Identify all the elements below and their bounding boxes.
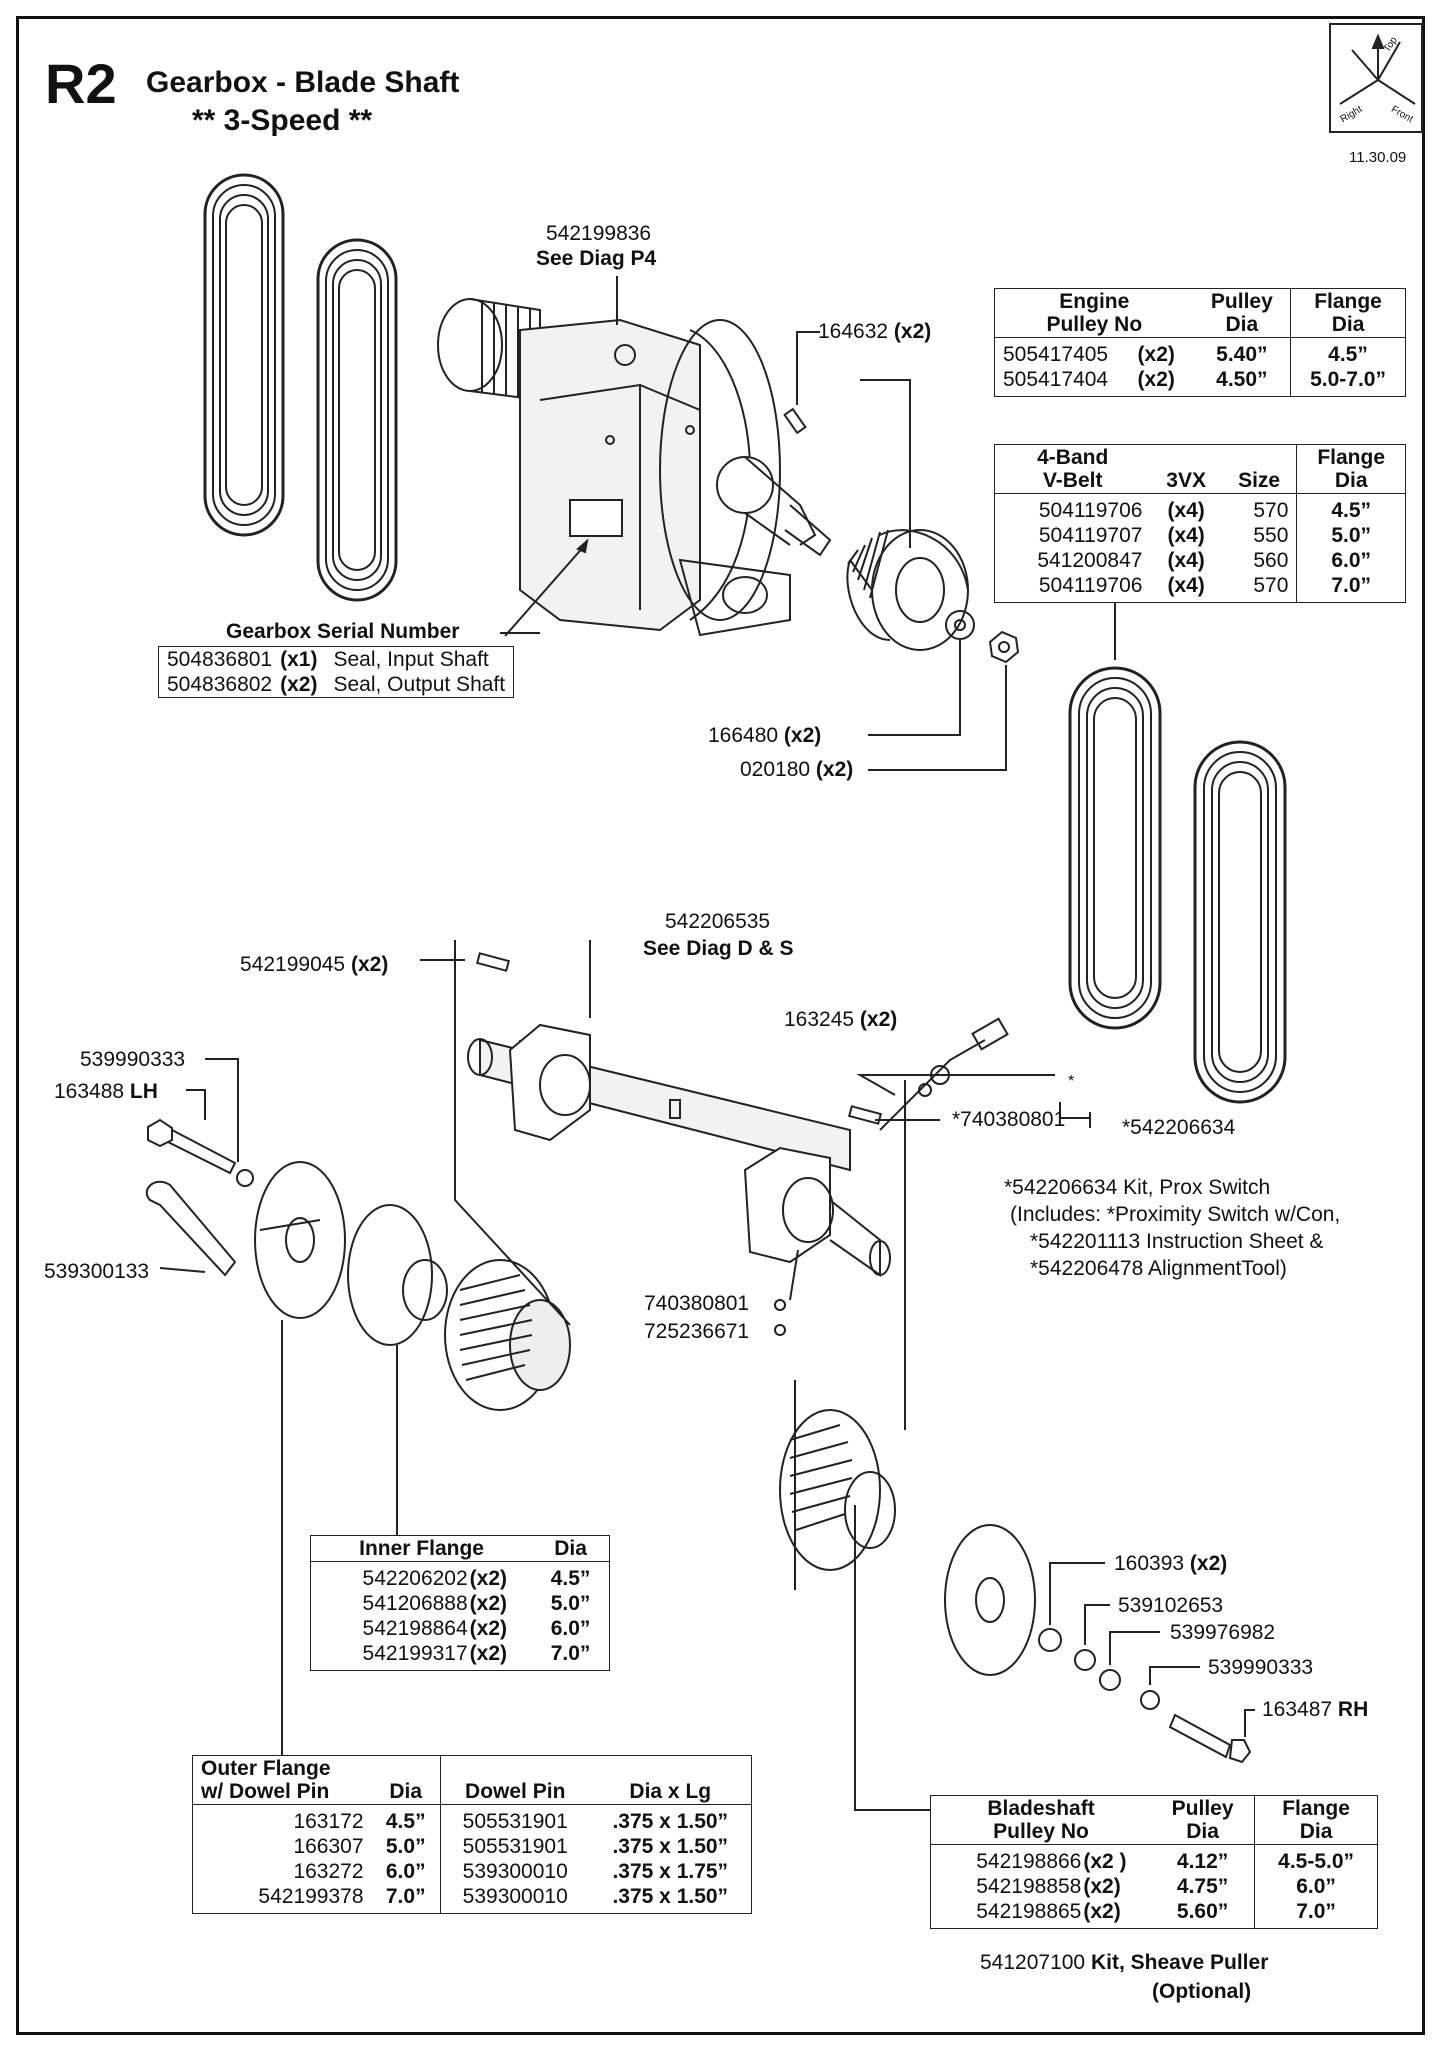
wrench-539300133 (145, 1180, 237, 1277)
diagram-code: R2 (45, 52, 117, 115)
callout-star: * (1068, 1073, 1075, 1090)
flange-right (944, 1524, 1036, 1676)
callout-542199045: 542199045 (x2) (240, 953, 389, 976)
kit-note-line4: *542206478 AlignmentTool) (1030, 1257, 1287, 1280)
key-164632 (783, 407, 807, 435)
callout-serial-label: Gearbox Serial Number (226, 620, 460, 643)
orientation-indicator (1329, 23, 1423, 133)
callout-163487: 163487 RH (1262, 1698, 1369, 1721)
blade-shaft (467, 1023, 891, 1277)
washer-539990333 (236, 1169, 254, 1187)
table-row: 504119706 (x4) 570 4.5” (995, 493, 1406, 523)
nut-020180 (988, 630, 1020, 664)
callout-163245: 163245 (x2) (784, 1008, 898, 1031)
table-row: 541200847 (x4) 560 6.0” (995, 548, 1406, 573)
callout-539102653: 539102653 (1118, 1594, 1224, 1617)
callout-166480: 166480 (x2) (708, 724, 822, 747)
bladeshaft-pulley-left (444, 1259, 571, 1411)
callout-539990333-left: 539990333 (80, 1048, 186, 1071)
table-row: 542198858 (x2) 4.75” 6.0” (931, 1874, 1378, 1899)
screws-740380801-725236671 (774, 1299, 786, 1336)
inner-flange (347, 1204, 448, 1346)
table-row: 542206202 (x2) 4.5” (362, 1567, 591, 1590)
kit-note-line3: *542201113 Instruction Sheet & (1030, 1230, 1324, 1253)
revision-date: 11.30.09 (1349, 149, 1407, 166)
callout-725236671: 725236671 (644, 1320, 750, 1343)
table-row: 504836801 (x1) Seal, Input Shaft (167, 648, 489, 671)
callout-539300133: 539300133 (44, 1260, 150, 1283)
table-row: 542198864 (x2) 6.0” (362, 1617, 591, 1640)
table-row: 505417404 (x2) 4.50” 5.0-7.0” (995, 367, 1406, 397)
washer-539990333-r (1140, 1690, 1160, 1710)
callout-gearbox-ref: See Diag P4 (536, 247, 657, 270)
callout-gearbox-part: 542199836 (546, 222, 652, 245)
table-row: 163172 4.5” 505531901 .375 x 1.50” (193, 1804, 752, 1834)
callout-020180: 020180 (x2) (740, 758, 854, 781)
table-row: 542199317 (x2) 7.0” (362, 1642, 591, 1665)
table-header: Inner Flange Dia (310, 1535, 610, 1562)
callout-539976982: 539976982 (1170, 1621, 1276, 1644)
vbelt-left-1 (203, 173, 285, 537)
bolt-163487 (1168, 1713, 1252, 1764)
washer-160393 (1038, 1628, 1062, 1652)
bolt-163488 (147, 1118, 237, 1175)
table-row: 542199378 7.0” 539300010 .375 x 1.50” (193, 1884, 752, 1914)
outer-flange (254, 1161, 346, 1319)
table-row: 166307 5.0” 505531901 .375 x 1.50” (293, 1834, 729, 1859)
bladeshaft-pulley-right (779, 1409, 896, 1571)
page-frame (16, 16, 1425, 2035)
table-row: 504836802 (x2) Seal, Output Shaft (167, 673, 506, 696)
diagram-subtitle: ** 3-Speed ** (192, 104, 373, 137)
vbelt-right-2 (1193, 740, 1287, 1104)
callout-shaft-ref: See Diag D & S (643, 937, 794, 960)
vbelt-right-1 (1068, 666, 1162, 1030)
gearbox (437, 298, 832, 637)
callout-542206634: *542206634 (1122, 1116, 1236, 1139)
inner-flange-table: Inner Flange Dia 542206202 (x2) 4.5” 541… (310, 1535, 610, 1671)
callout-539990333-right: 539990333 (1208, 1656, 1314, 1679)
callout-sheave-puller: 541207100 Kit, Sheave Puller (980, 1951, 1269, 1974)
engine-pulley (846, 529, 969, 651)
table-row: 505417405 (x2) 5.40” 4.5” (995, 337, 1406, 367)
key-542199045 (475, 952, 511, 972)
diagram-title: Gearbox - Blade Shaft (146, 66, 460, 99)
callout-sheave-puller-optional: (Optional) (1152, 1980, 1252, 2003)
table-row: 163272 6.0” 539300010 .375 x 1.75” (293, 1859, 729, 1884)
table-row: 542198866 (x2 ) 4.12” 4.5-5.0” (931, 1844, 1378, 1874)
callout-164632: 164632 (x2) (818, 320, 932, 343)
washer-166480 (945, 610, 975, 640)
callout-160393: 160393 (x2) (1114, 1552, 1228, 1575)
washer-539976982 (1099, 1669, 1121, 1691)
table-row: 542198865 (x2) 5.60” 7.0” (931, 1899, 1378, 1929)
table-row: 504119707 (x4) 550 5.0” (995, 523, 1406, 548)
vbelt-left-2 (316, 238, 398, 602)
callout-740380801: 740380801 (644, 1292, 750, 1315)
callout-shaft-part: 542206535 (665, 910, 771, 933)
callout-163488: 163488 LH (54, 1080, 158, 1103)
kit-note-line2: (Includes: *Proximity Switch w/Con, (1010, 1203, 1341, 1226)
washer-539102653 (1074, 1649, 1096, 1671)
table-row: 504119706 (x4) 570 7.0” (995, 573, 1406, 603)
seal-table: 504836801 (x1) Seal, Input Shaft 5048368… (158, 646, 515, 698)
callout-740380801-kit: *740380801 (952, 1108, 1066, 1131)
table-row: 541206888 (x2) 5.0” (362, 1592, 591, 1615)
kit-note-line1: *542206634 Kit, Prox Switch (1004, 1176, 1271, 1199)
